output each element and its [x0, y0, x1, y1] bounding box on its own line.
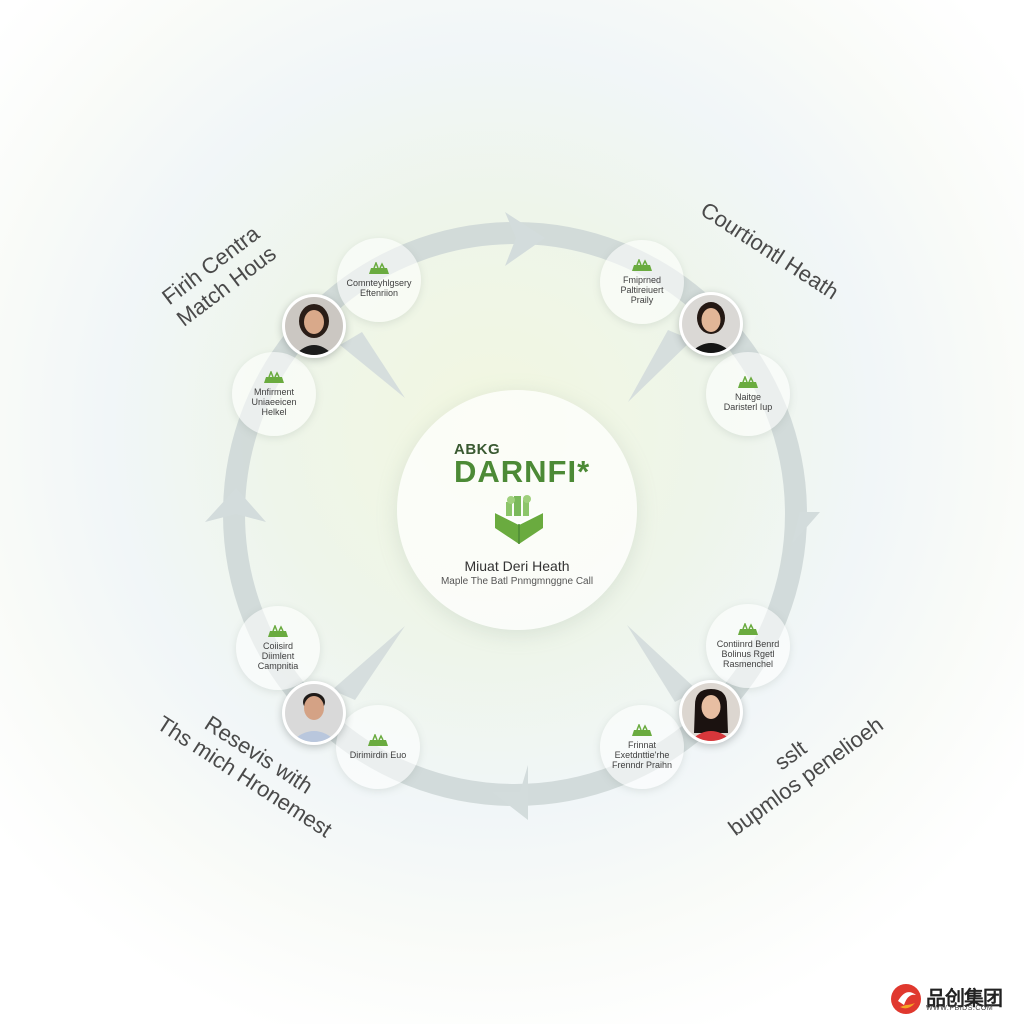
node-text: Mnfirment [253, 387, 294, 397]
arrow-right [764, 512, 820, 544]
arrow-left [205, 488, 266, 522]
node-text: Eftenriion [359, 288, 399, 298]
node-text: Dirimirdin Euo [349, 750, 407, 760]
node-bottom-right-a[interactable]: Contiinrd Benrd Bolinus Rgetl Rasmenchel [706, 604, 790, 688]
spoke-top-left [340, 332, 405, 398]
node-text: Coiisird [262, 641, 293, 651]
node-text: Campnitia [257, 661, 299, 671]
node-text: Fmiprned [622, 275, 661, 285]
hub-subtitle: Miuat Deri Heath [464, 558, 570, 574]
avatar-top-right[interactable] [679, 292, 743, 356]
node-text: Contiinrd Benrd [716, 639, 780, 649]
crate-logo-icon [494, 495, 544, 544]
arrow-top [505, 212, 545, 266]
watermark-url: WWW.PBIDS.COM [926, 1005, 994, 1012]
node-text: Comnteyhlgsery [346, 278, 412, 288]
plant-crate-icon [632, 724, 652, 736]
node-text: Uniaeeicen [251, 397, 297, 407]
arrow-bottom [492, 765, 528, 820]
node-text: Paltireiuert [620, 285, 664, 295]
avatar-bottom-left[interactable] [282, 681, 346, 745]
hub-eyebrow: ABKG [454, 441, 501, 458]
node-text: Frinnat [627, 740, 656, 750]
node-text: Rasmenchel [722, 659, 774, 669]
watermark-logo-icon [891, 984, 921, 1014]
watermark-text: 品创集团 [926, 988, 1003, 1010]
person-portrait-icon [285, 297, 343, 355]
hub-tagline: Maple The Batl Pnmgmnggne Call [440, 576, 594, 587]
plant-crate-icon [264, 371, 284, 383]
node-top-left-a[interactable]: Comnteyhlgsery Eftenriion [337, 238, 421, 322]
person-portrait-icon [682, 295, 740, 353]
node-text: Naitge [734, 392, 761, 402]
node-top-right-a[interactable]: Fmiprned Paltireiuert Praily [600, 240, 684, 324]
person-portrait-icon [285, 684, 343, 742]
plant-crate-icon [632, 259, 652, 271]
central-hub: ABKG DARNFI* Miuat Deri Heath Maple The … [397, 390, 637, 630]
hub-brand-title: DARNFI* [454, 454, 591, 489]
person-portrait-icon [682, 683, 740, 741]
node-text: Daristerl Iup [723, 402, 773, 412]
avatar-top-left[interactable] [282, 294, 346, 358]
node-bottom-right-b[interactable]: Frinnat Exetdnttie'rhe Frenndr Praihn [600, 705, 684, 789]
plant-crate-icon [369, 262, 389, 274]
plant-crate-icon [368, 734, 388, 746]
node-text: Praily [630, 295, 654, 305]
spoke-top-right [628, 330, 692, 402]
plant-crate-icon [268, 625, 288, 637]
plant-crate-icon [738, 376, 758, 388]
node-text: Diimlent [261, 651, 295, 661]
node-top-left-b[interactable]: Mnfirment Uniaeeicen Helkel [232, 352, 316, 436]
node-text: Frenndr Praihn [611, 760, 673, 770]
watermark: 品创集团 WWW.PBIDS.COM [890, 982, 1014, 1016]
node-bottom-left-b[interactable]: Dirimirdin Euo [336, 705, 420, 789]
node-bottom-left-a[interactable]: Coiisird Diimlent Campnitia [236, 606, 320, 690]
node-text: Bolinus Rgetl [721, 649, 775, 659]
spoke-bottom-right [627, 625, 697, 702]
node-text: Exetdnttie'rhe [614, 750, 670, 760]
spoke-bottom-left [332, 626, 405, 700]
plant-crate-icon [738, 623, 758, 635]
node-text: Helkel [261, 407, 287, 417]
avatar-bottom-right[interactable] [679, 680, 743, 744]
node-top-right-b[interactable]: Naitge Daristerl Iup [706, 352, 790, 436]
